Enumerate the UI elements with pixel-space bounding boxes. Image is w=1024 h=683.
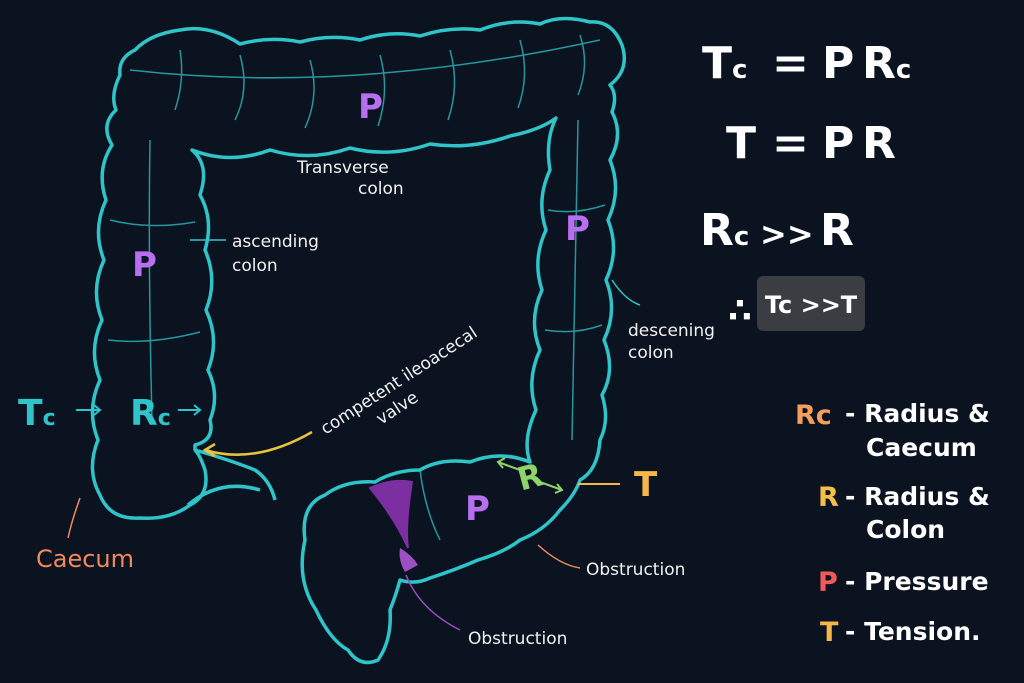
pressure-label-descending: P: [565, 209, 590, 249]
tension-caecum-label: Tc: [18, 393, 56, 434]
radius-caecum-label: Rc: [130, 393, 171, 434]
haustra-markings: [107, 34, 606, 541]
caecum-label: Caecum: [36, 545, 134, 573]
obstruction-label-bottom: Obstruction: [468, 629, 567, 649]
transverse-colon-label: Transverse colon: [296, 158, 404, 199]
legend-text-rc: - Radius & Caecum: [845, 399, 999, 462]
valve-label: competent ileoacecal valve: [317, 320, 498, 458]
pressure-label-ascending: P: [132, 245, 157, 285]
legend-text-r: - Radius & Colon: [845, 482, 999, 544]
radius-colon-label: R: [513, 455, 547, 498]
legend: Rc - Radius & Caecum R - Radius & Colon …: [795, 399, 999, 648]
equation-radius-comparison: Rc >> R: [700, 205, 854, 256]
legend-key-t: T: [820, 617, 839, 648]
ascending-colon-label: ascending colon: [232, 232, 324, 276]
tension-colon-label: T: [634, 465, 658, 505]
legend-key-rc: Rc: [795, 400, 832, 431]
valve-pointer: [202, 430, 313, 458]
pressure-label-sigmoid: P: [465, 489, 490, 529]
radius-arrows: [76, 404, 564, 494]
legend-key-r: R: [818, 482, 839, 513]
legend-text-p: - Pressure: [845, 567, 989, 596]
conclusion-badge: Tc >>T: [757, 276, 865, 331]
equation-caecum-tension: Tc = P Rc: [702, 38, 911, 89]
leader-lines: [67, 239, 641, 631]
legend-key-p: P: [818, 567, 838, 598]
pressure-label-transverse: P: [358, 87, 383, 127]
therefore-symbol: ∴: [728, 291, 752, 331]
descending-colon-label: descening colon: [628, 321, 720, 363]
obstruction-lesion: [368, 479, 418, 572]
obstruction-label-right: Obstruction: [586, 560, 685, 580]
svg-text:Tc >>T: Tc >>T: [765, 291, 858, 319]
equation-colon-tension: T = P R: [726, 118, 896, 169]
legend-text-t: - Tension.: [845, 617, 981, 646]
